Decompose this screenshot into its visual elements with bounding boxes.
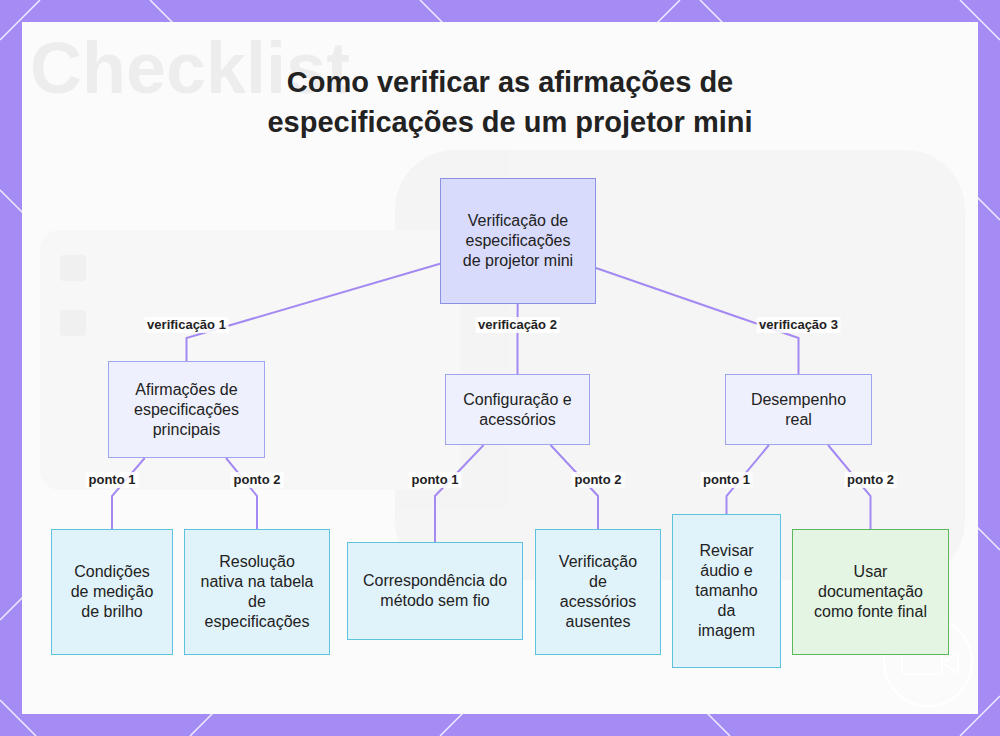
connector-line	[187, 264, 441, 361]
edge-label: ponto 2	[572, 472, 625, 488]
point-box: Revisar áudio e tamanho da imagem	[672, 514, 781, 668]
edge-label: verificação 3	[756, 317, 841, 333]
edge-label: verificação 1	[144, 317, 229, 333]
edge-label: ponto 2	[231, 472, 284, 488]
node-text: Verificação de acessórios ausentes	[550, 552, 646, 632]
node-text: Desempenho real	[740, 390, 857, 430]
node-text: Condições de medição de brilho	[66, 562, 158, 622]
point-box: Resolução nativa na tabela de especifica…	[184, 529, 330, 655]
panel	[22, 22, 978, 714]
check-box: Afirmações de especificações principais	[108, 361, 265, 458]
node-text: Verificação de especificações de projeto…	[455, 211, 581, 271]
edge-label: ponto 1	[409, 472, 462, 488]
point-box: Usar documentação como fonte final	[792, 529, 949, 655]
node-text: Afirmações de especificações principais	[123, 380, 250, 440]
faded-photo	[40, 150, 965, 580]
check-box: Desempenho real	[725, 374, 872, 445]
node-text: Configuração e acessórios	[460, 390, 575, 430]
edge-label: ponto 2	[844, 472, 897, 488]
node-text: Revisar áudio e tamanho da imagem	[687, 541, 766, 641]
point-box: Verificação de acessórios ausentes	[535, 529, 661, 655]
connector-line	[112, 458, 145, 529]
connector-line	[435, 445, 484, 542]
root-box: Verificação de especificações de projeto…	[440, 178, 596, 304]
connector-line	[517, 304, 519, 374]
node-text: Usar documentação como fonte final	[807, 562, 934, 622]
check-box: Configuração e acessórios	[445, 374, 590, 445]
node-text: Resolução nativa na tabela de especifica…	[199, 552, 315, 632]
point-box: Condições de medição de brilho	[51, 529, 173, 655]
connector-line	[226, 458, 257, 529]
edge-label: verificação 2	[475, 317, 560, 333]
point-box: Correspondência do método sem fio	[347, 542, 523, 640]
edge-label: ponto 1	[700, 472, 753, 488]
edge-label: ponto 1	[86, 472, 139, 488]
node-text: Correspondência do método sem fio	[362, 571, 508, 611]
diagram-title: Como verificar as afirmações de especifi…	[220, 62, 800, 142]
